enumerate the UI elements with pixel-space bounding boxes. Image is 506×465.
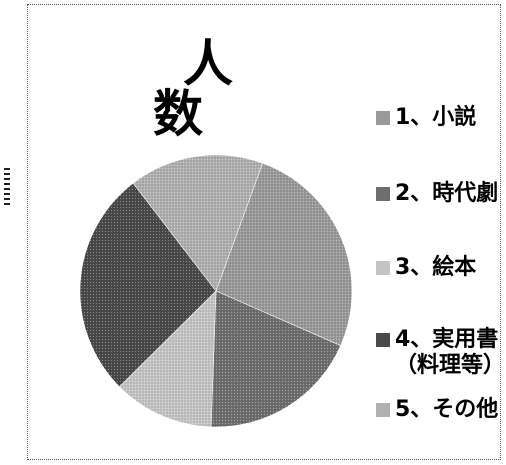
- pie-chart: [79, 154, 353, 428]
- legend-label-5: 5、その他: [395, 397, 499, 422]
- pie-texture: [80, 155, 352, 427]
- chart-title: 人 数: [153, 35, 403, 143]
- legend-swatch-2: [376, 187, 390, 201]
- legend-item-4: 4、実用書 （料理等）: [376, 327, 505, 379]
- legend-swatch-3: [376, 261, 390, 275]
- legend-label-3: 3、絵本: [395, 255, 477, 280]
- legend-item-2: 2、時代劇: [376, 181, 498, 207]
- scan-artifact-mark: [4, 168, 10, 208]
- legend-swatch-1: [376, 111, 390, 125]
- pie-chart-area: [78, 153, 354, 429]
- legend-swatch-4: [376, 333, 390, 347]
- legend-item-3: 3、絵本: [376, 255, 476, 281]
- legend-item-1: 1、小説: [376, 105, 476, 131]
- legend-label-2: 2、時代劇: [395, 181, 499, 206]
- legend-item-5: 5、その他: [376, 397, 498, 423]
- legend-label-1: 1、小説: [395, 105, 477, 130]
- chart-legend: 1、小説 2、時代劇 3、絵本 4、実用書 （料理等） 5、その他: [376, 5, 506, 465]
- legend-label-4: 4、実用書 （料理等）: [395, 327, 506, 378]
- chart-frame: 人 数 1、小説 2、時代劇 3、絵本 4、実用書 （料理等） 5、その他: [27, 4, 505, 460]
- legend-swatch-5: [376, 403, 390, 417]
